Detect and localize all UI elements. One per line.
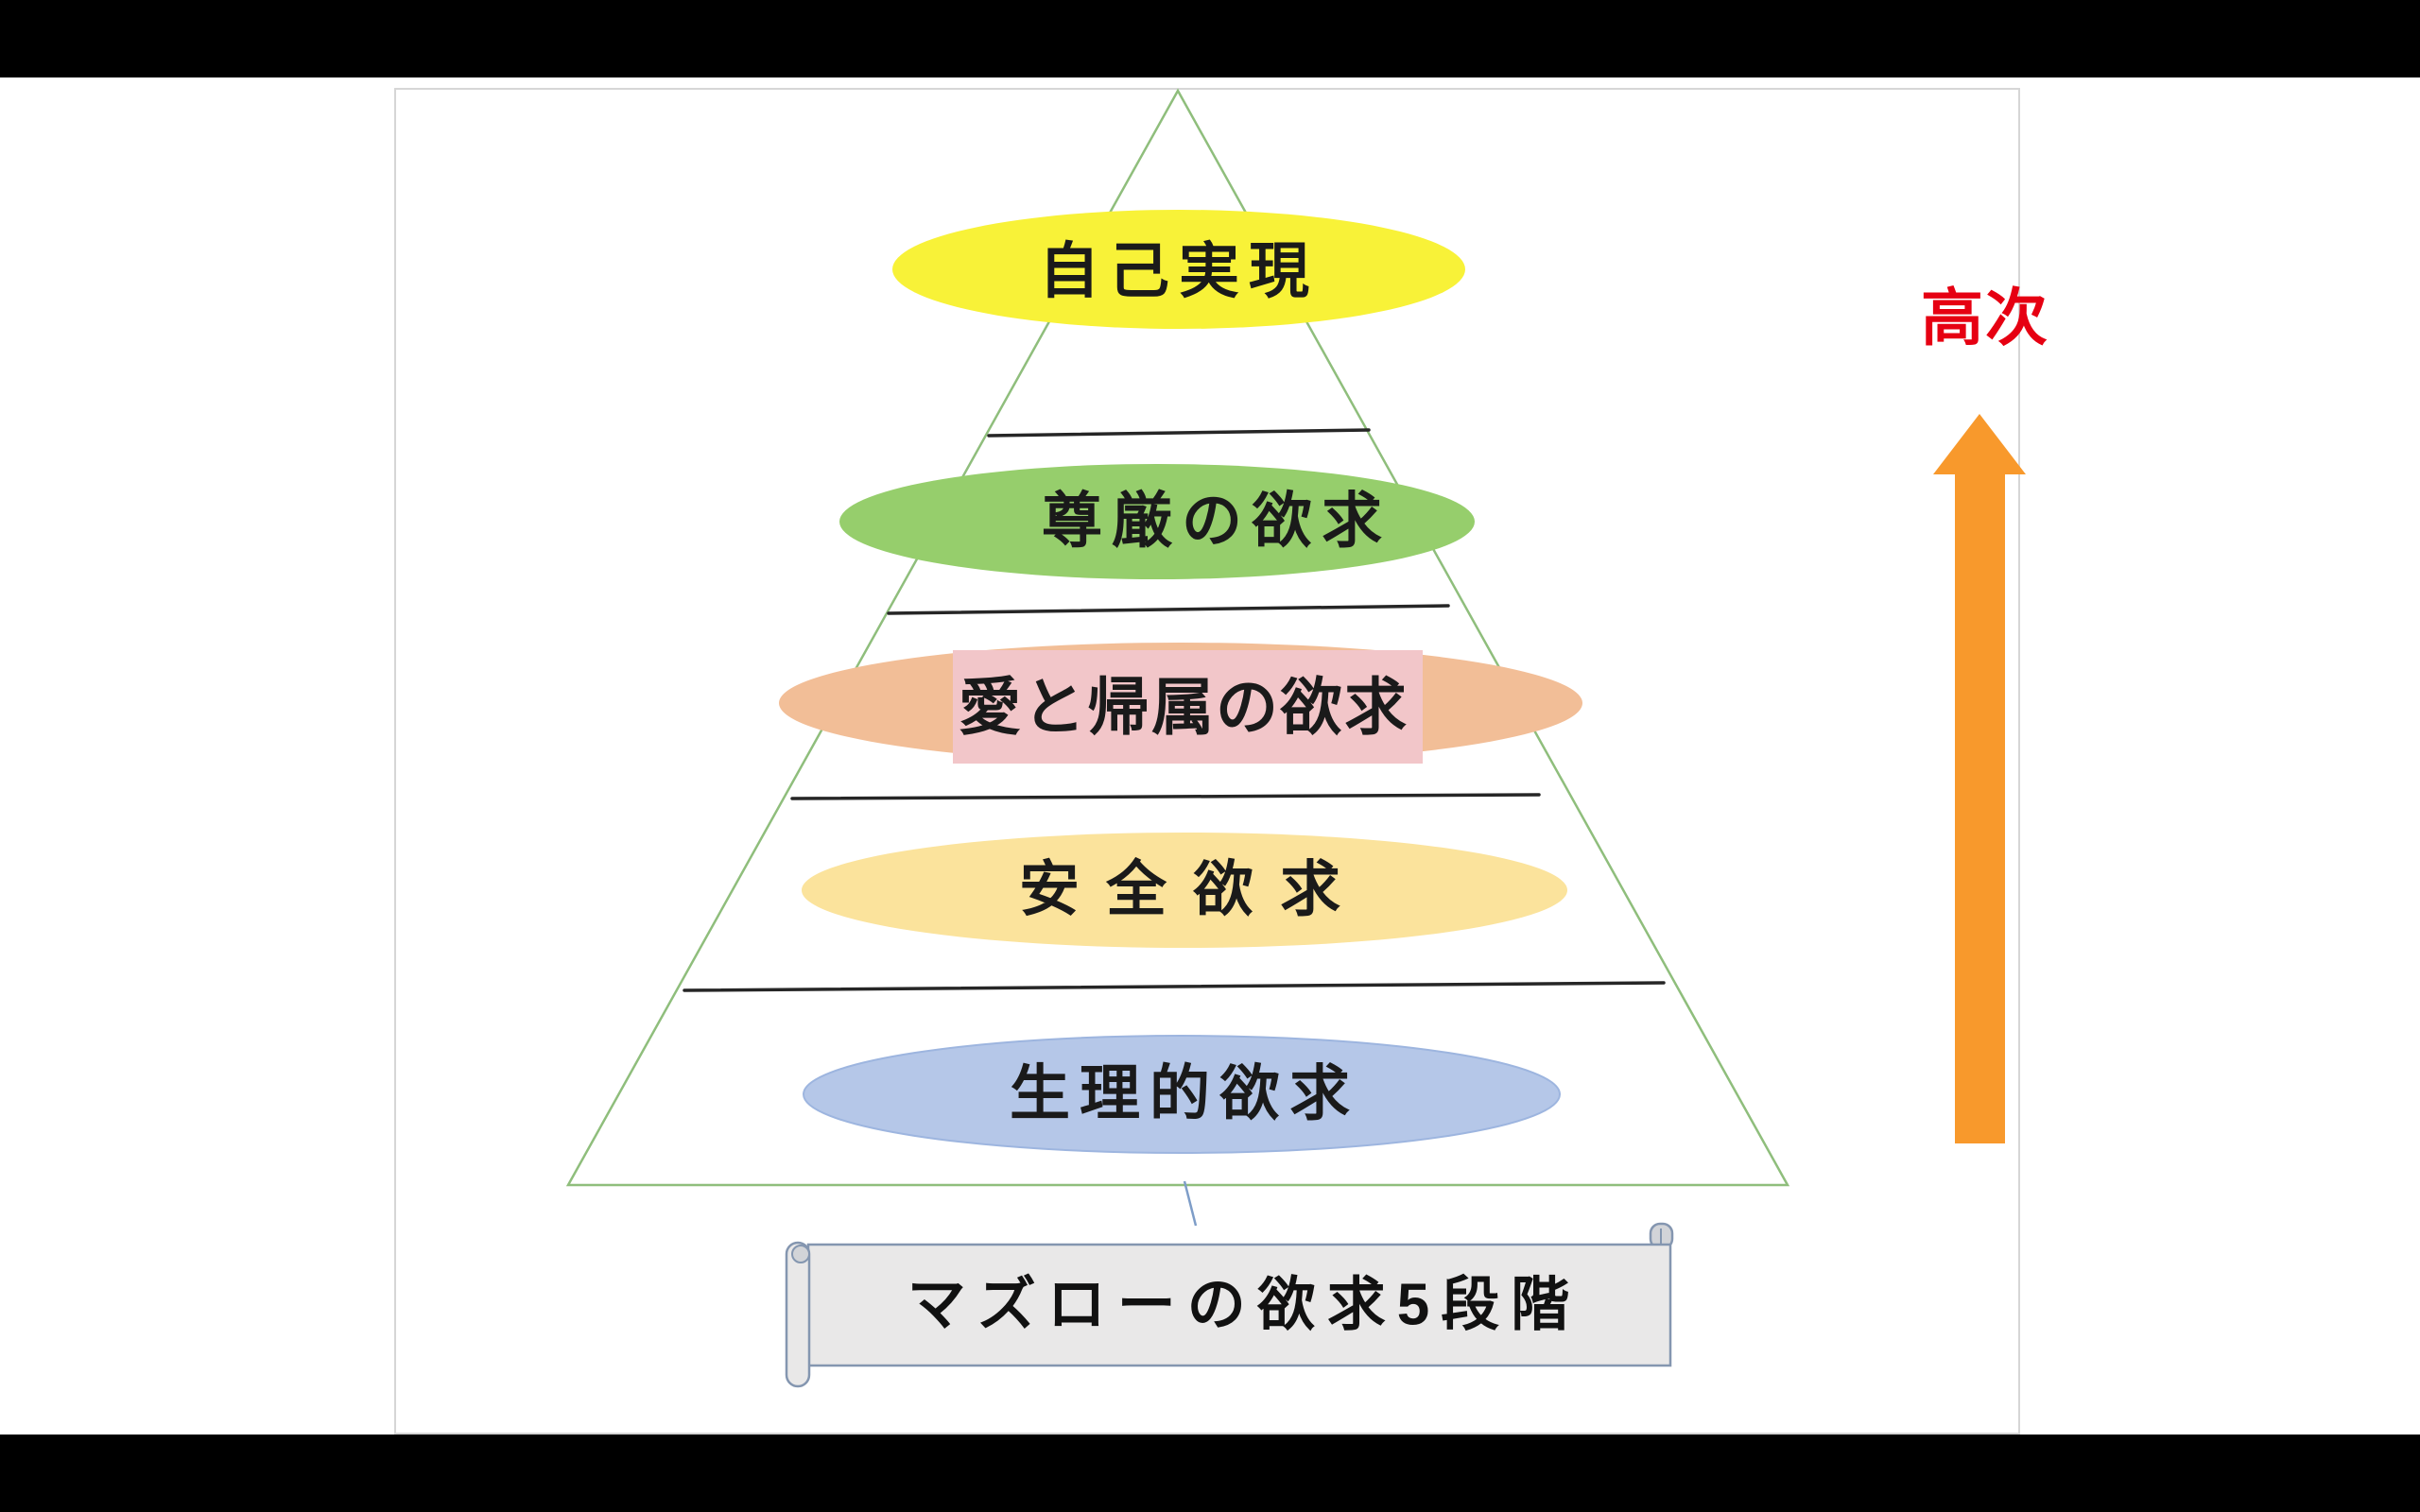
scroll-left-curl (791, 1245, 810, 1263)
level-label-safety: 安全欲求 (1019, 855, 1367, 923)
title-scroll-banner: マズローの欲求5段階 (785, 1222, 1674, 1388)
level-label-physiological: 生理的欲求 (1010, 1059, 1359, 1127)
banner-connector-line (1183, 1180, 1198, 1227)
level-label-esteem: 尊厳の欲求 (1042, 487, 1392, 555)
letterbox-bottom-bar (0, 1435, 2420, 1512)
level-ellipse-esteem (839, 464, 1475, 579)
pyramid-outline (565, 88, 1790, 1187)
level-divider-line-3 (790, 793, 1541, 800)
level-ellipse-self-actualization (892, 210, 1465, 329)
level-divider-line-4 (683, 981, 1666, 992)
ascending-arrow (1933, 414, 2026, 1143)
scroll-left-roll (785, 1241, 811, 1388)
banner-title-text: マズローの欲求5段階 (908, 1273, 1581, 1338)
level-divider-line-1 (987, 428, 1371, 438)
high-order-label: 高次 (1921, 283, 2049, 352)
love-belonging-highlight-rect (953, 650, 1423, 764)
level-ellipse-safety (802, 833, 1567, 948)
scroll-body (806, 1243, 1672, 1367)
level-divider-line-2 (887, 604, 1450, 615)
level-label-love-belonging: 愛と帰属の欲求 (959, 672, 1409, 742)
level-ellipse-physiological (803, 1035, 1561, 1154)
letterbox-top-bar (0, 0, 2420, 77)
level-label-self-actualization: 自己実現 (1039, 237, 1319, 305)
